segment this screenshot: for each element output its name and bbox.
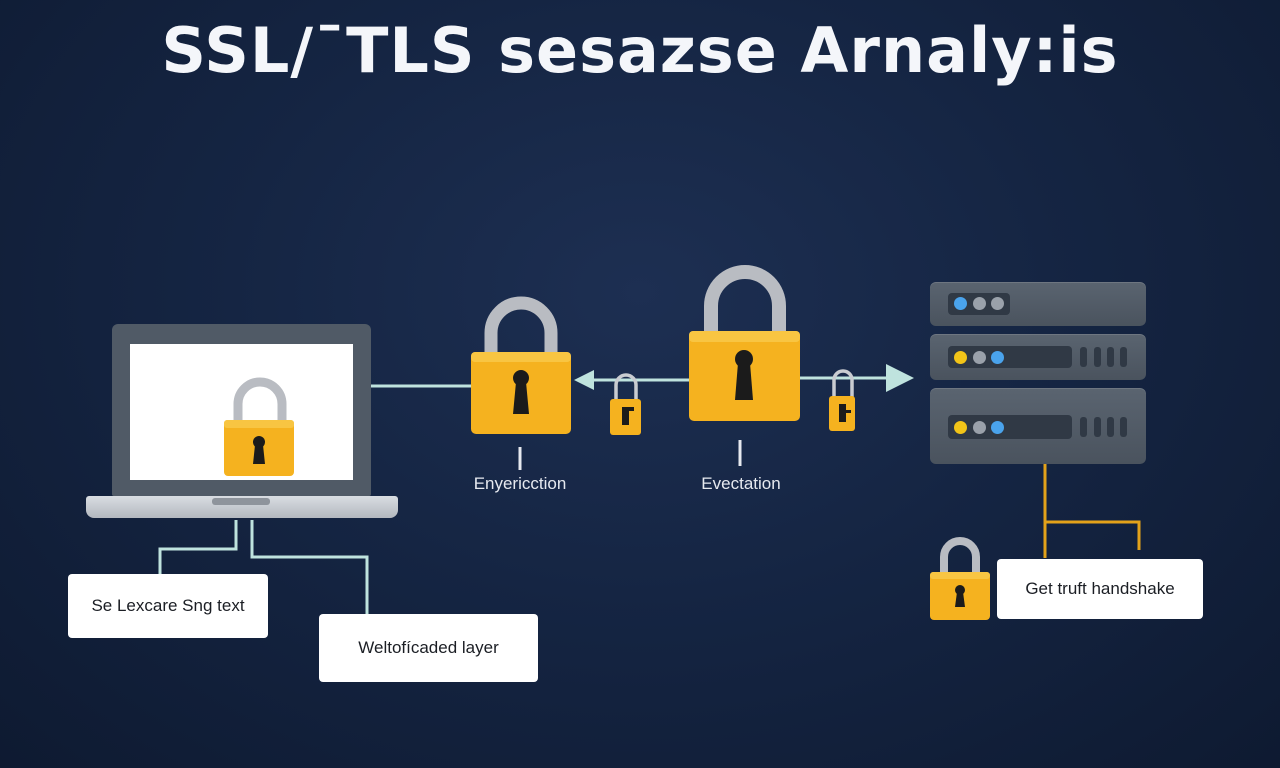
laptop-base bbox=[86, 496, 398, 518]
connector-server-handshake-2 bbox=[1045, 520, 1141, 550]
status-dot-yellow bbox=[954, 351, 967, 364]
decryption-padlock-icon bbox=[689, 265, 800, 421]
status-dot-gray bbox=[991, 297, 1004, 310]
server-vent bbox=[1094, 347, 1101, 367]
client-padlock-icon bbox=[224, 377, 294, 476]
small-padlock-left-icon bbox=[610, 373, 641, 435]
server-vent bbox=[1080, 347, 1087, 367]
arrow-right-icon bbox=[886, 364, 914, 392]
status-dot-blue bbox=[991, 421, 1004, 434]
server-vent bbox=[1120, 347, 1127, 367]
evectation-label: Evectation bbox=[701, 474, 781, 493]
server-vent bbox=[1107, 347, 1114, 367]
handshake-padlock-icon bbox=[930, 537, 990, 620]
connector-laptop-client-box bbox=[158, 520, 238, 575]
laptop-trackpad-notch bbox=[212, 498, 270, 505]
server-vent bbox=[1120, 417, 1127, 437]
handshake-text-box: Get truft handshake bbox=[997, 559, 1203, 619]
server-unit-2 bbox=[930, 334, 1146, 380]
status-dot-gray bbox=[973, 297, 986, 310]
encryption-label: Enyericction bbox=[473, 474, 567, 493]
status-dot-yellow bbox=[954, 421, 967, 434]
server-unit-3-panel bbox=[948, 415, 1072, 439]
status-dot-gray bbox=[973, 421, 986, 434]
server-unit-1 bbox=[930, 282, 1146, 326]
server-vent bbox=[1080, 417, 1087, 437]
server-unit-3 bbox=[930, 388, 1146, 464]
status-dot-blue bbox=[954, 297, 967, 310]
server-vent bbox=[1107, 417, 1114, 437]
diagram-title: SSL/¯TLS sesazse Arnaly:is bbox=[161, 14, 1119, 87]
client-text-box: Se Lexcare Sng text bbox=[68, 574, 268, 638]
small-padlock-right-icon bbox=[829, 369, 855, 431]
encryption-padlock-icon bbox=[471, 296, 571, 434]
layer-text-box: Weltofícaded layer bbox=[319, 614, 538, 682]
arrow-left-icon bbox=[574, 370, 594, 390]
server-vent bbox=[1094, 417, 1101, 437]
server-rack-icon bbox=[930, 282, 1146, 464]
connector-laptop-layer-box bbox=[250, 520, 369, 614]
status-dot-gray bbox=[973, 351, 986, 364]
status-dot-blue bbox=[991, 351, 1004, 364]
